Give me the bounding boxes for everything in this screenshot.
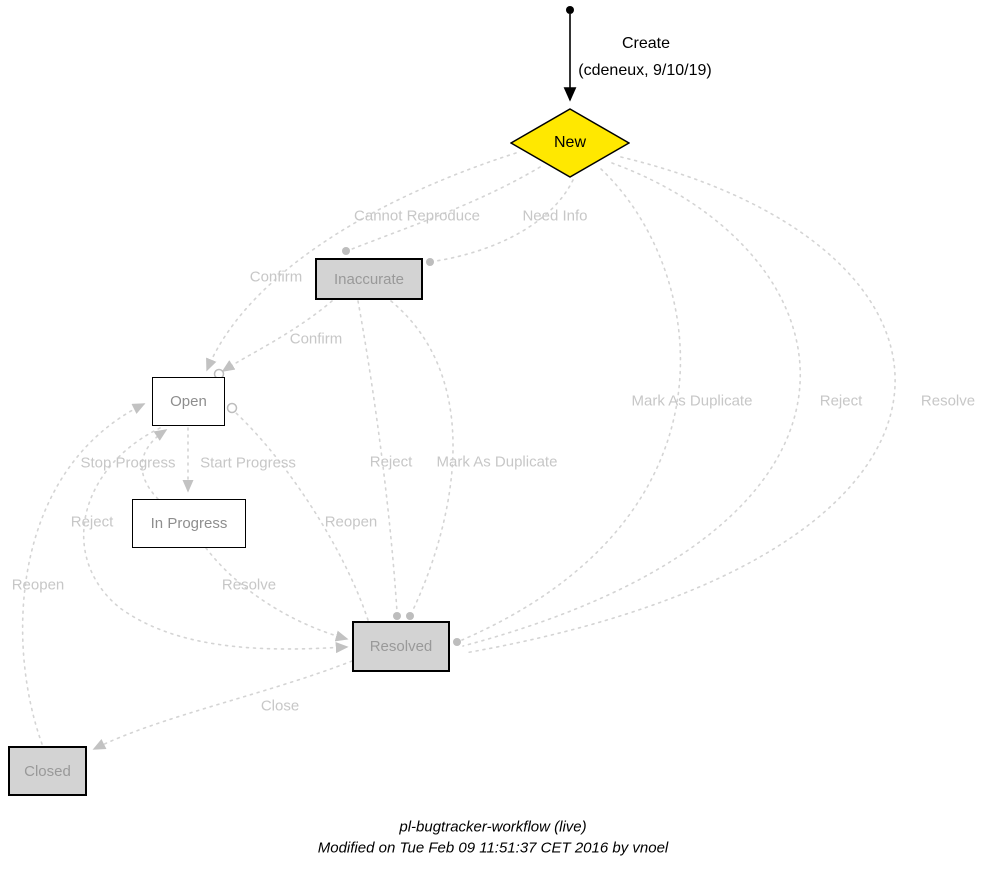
create-author-label: (cdeneux, 9/10/19) bbox=[578, 62, 712, 79]
node-inaccurate-label: Inaccurate bbox=[333, 270, 405, 288]
node-new: New bbox=[510, 108, 630, 178]
connector-dot bbox=[393, 612, 401, 620]
connector-dot bbox=[406, 612, 414, 620]
node-new-label: New bbox=[553, 134, 586, 151]
caption-title: pl-bugtracker-workflow (live) bbox=[399, 818, 587, 836]
edge-close-resolved-closed bbox=[92, 660, 353, 750]
edge-label-need-info: Need Info bbox=[522, 207, 588, 225]
edge-label-close: Close bbox=[260, 697, 300, 715]
edge-label-resolve-right: Resolve bbox=[920, 392, 976, 410]
edge-label-start-progress: Start Progress bbox=[200, 454, 296, 472]
edge-label-mark-as-duplicate-mid: Mark As Duplicate bbox=[436, 453, 558, 471]
edge-cannot-reproduce bbox=[351, 166, 541, 250]
node-in-progress: In Progress bbox=[132, 499, 246, 548]
node-in-progress-label: In Progress bbox=[150, 515, 228, 532]
start-state-dot bbox=[566, 6, 574, 14]
node-inaccurate: Inaccurate bbox=[315, 258, 423, 300]
edge-label-reject-mid: Reject bbox=[369, 453, 413, 471]
connector-dot bbox=[342, 247, 350, 255]
edge-confirm-new-open bbox=[206, 152, 517, 372]
edge-label-mark-as-duplicate-right: Mark As Duplicate bbox=[631, 392, 753, 410]
node-resolved: Resolved bbox=[352, 621, 450, 672]
edge-resolve-new-resolved bbox=[464, 156, 896, 654]
edge-label-stop-progress: Stop Progress bbox=[80, 454, 176, 472]
node-resolved-label: Resolved bbox=[369, 638, 433, 655]
node-open-label: Open bbox=[170, 393, 207, 410]
edge-label-cannot-reproduce: Cannot Reproduce bbox=[354, 207, 480, 225]
edge-stop-progress bbox=[141, 429, 168, 500]
node-closed: Closed bbox=[8, 746, 87, 796]
edge-label-resolve-mid: Resolve bbox=[221, 576, 277, 594]
edge-resolve-inprogress-resolved bbox=[205, 547, 349, 642]
edge-label-reopen-mid: Reopen bbox=[324, 513, 378, 531]
edge-need-info bbox=[435, 179, 574, 262]
connector-dot bbox=[453, 638, 461, 646]
connector-dot bbox=[426, 258, 434, 266]
diamond-shape bbox=[510, 108, 630, 178]
edge-label-reject-left: Reject bbox=[70, 513, 114, 531]
edge-label-confirm-new: Confirm bbox=[249, 268, 303, 286]
edge-label-reopen-left: Reopen bbox=[11, 576, 65, 594]
edge-reject-new-resolved bbox=[462, 162, 802, 647]
caption-modified: Modified on Tue Feb 09 11:51:37 CET 2016… bbox=[317, 839, 669, 857]
connector-circle bbox=[226, 402, 238, 414]
node-closed-label: Closed bbox=[24, 762, 71, 780]
edge-reject-inaccurate-resolved bbox=[357, 300, 398, 613]
edge-mark-as-duplicate-new-resolved bbox=[461, 168, 682, 641]
edge-label-reject-right: Reject bbox=[819, 392, 863, 410]
node-open: Open bbox=[152, 377, 225, 426]
edge-label-confirm-inaccurate: Confirm bbox=[289, 330, 343, 348]
edge-confirm-inaccurate-open bbox=[221, 300, 333, 372]
edge-reopen-closed-open bbox=[21, 403, 146, 745]
edge-mark-as-duplicate-inaccurate-resolved bbox=[390, 300, 454, 613]
edge-reopen-resolved-open bbox=[235, 412, 369, 621]
create-label: Create bbox=[621, 35, 671, 52]
